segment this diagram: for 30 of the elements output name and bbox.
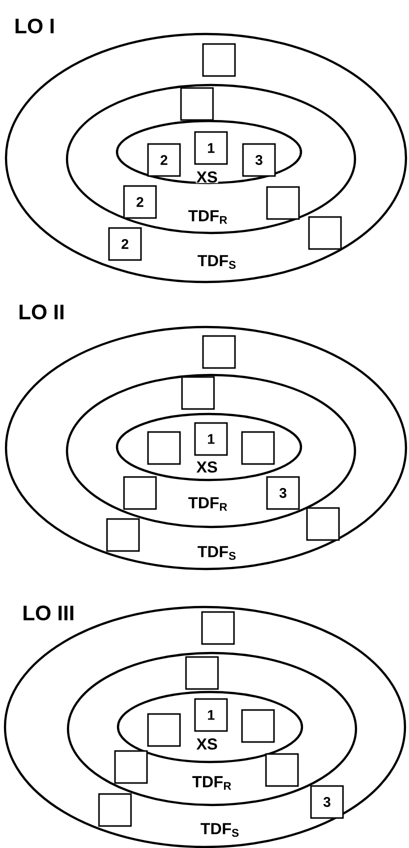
empty-box (241, 709, 275, 743)
empty-box (98, 793, 132, 827)
empty-box (123, 476, 157, 510)
numbered-box: 1 (194, 422, 228, 456)
empty-box (202, 43, 236, 77)
panel-label: LO III (24, 606, 74, 620)
empty-box (241, 431, 275, 465)
empty-box (181, 376, 215, 410)
empty-box (106, 518, 140, 552)
numbered-box: 2 (147, 143, 181, 177)
numbered-box: 3 (310, 785, 344, 819)
numbered-box: 1 (194, 698, 228, 732)
empty-box (308, 216, 342, 250)
empty-box (202, 335, 236, 369)
panel-label: LO I (16, 18, 54, 34)
empty-box (180, 87, 214, 121)
empty-box (185, 656, 219, 690)
numbered-box: 1 (194, 131, 228, 165)
empty-box (114, 750, 148, 784)
numbered-box: 2 (108, 227, 142, 261)
panel-label: LO II (20, 304, 64, 320)
empty-box (306, 507, 340, 541)
numbered-box: 2 (123, 185, 157, 219)
empty-box (147, 431, 181, 465)
numbered-box: 3 (242, 143, 276, 177)
empty-box (147, 713, 181, 747)
empty-box (266, 186, 300, 220)
empty-box (201, 611, 235, 645)
empty-box (265, 753, 299, 787)
numbered-box: 3 (266, 476, 300, 510)
